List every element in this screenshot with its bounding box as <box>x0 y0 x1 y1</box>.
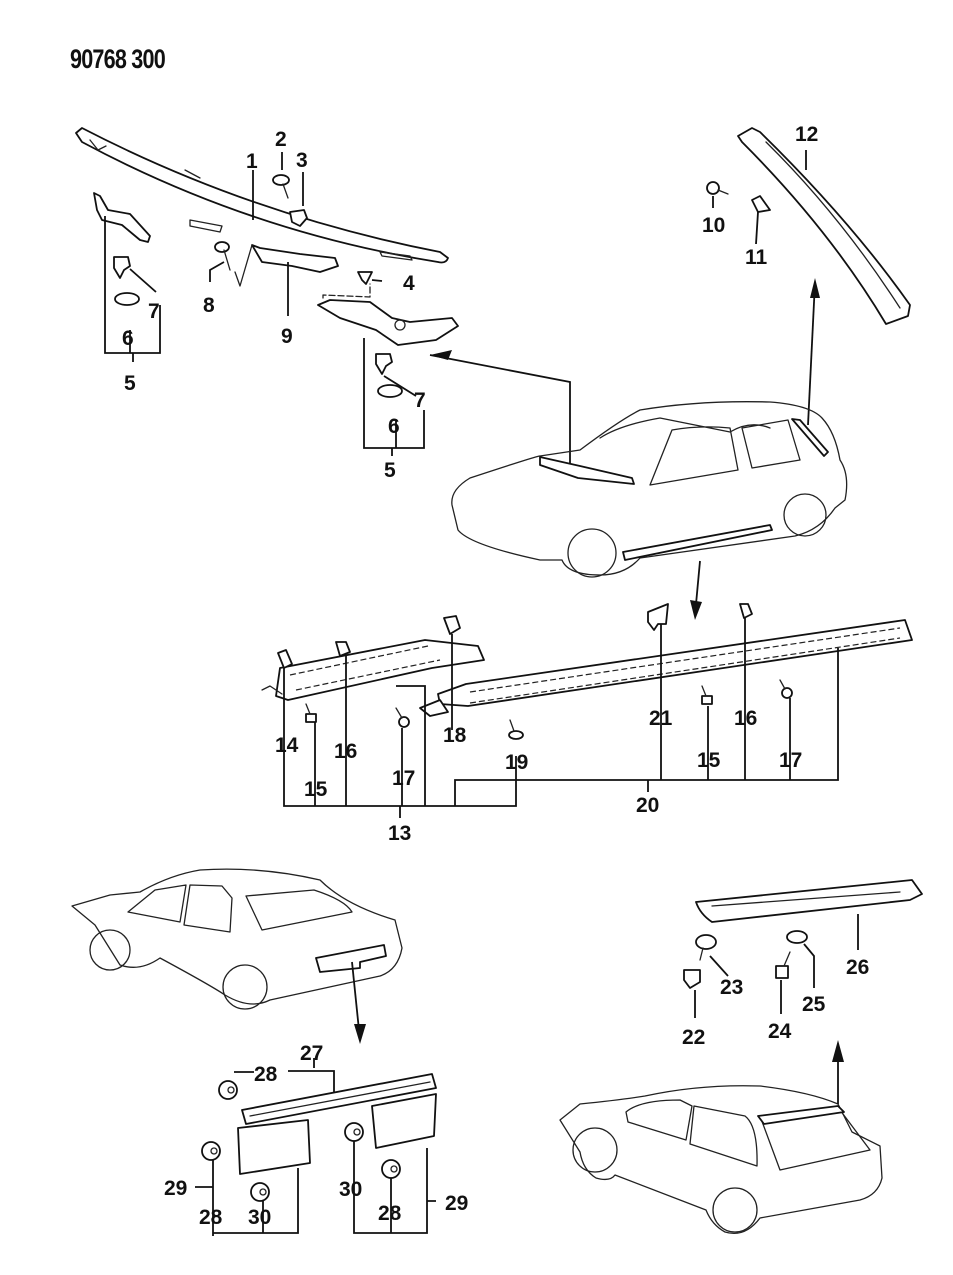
clip-3 <box>289 209 308 227</box>
rear-lamp-29-left <box>237 1119 311 1175</box>
screw-19 <box>508 719 524 740</box>
callout-7-left: 7 <box>148 300 160 323</box>
callout-4: 4 <box>403 272 415 295</box>
rear-garnish-27 <box>241 1073 437 1125</box>
callout-15-right: 15 <box>697 749 721 772</box>
diagram-id-label: 90768 300 <box>70 44 166 74</box>
callout-5-left: 5 <box>124 372 136 395</box>
clip-18 <box>443 615 461 635</box>
callout-29-left: 29 <box>164 1177 187 1200</box>
vehicle-hatchback-front <box>451 401 848 578</box>
callout-5-right: 5 <box>384 459 396 482</box>
callout-17-left: 17 <box>392 767 415 790</box>
callout-10: 10 <box>702 214 725 237</box>
grommet-6-left <box>114 292 140 306</box>
clip-7-right <box>375 353 393 375</box>
nut-28-right <box>381 1159 401 1179</box>
callout-28-top: 28 <box>254 1063 278 1086</box>
cowl-side-bracket-right <box>317 299 459 346</box>
grommet-6-right <box>377 384 403 398</box>
callout-25: 25 <box>802 993 826 1016</box>
clip-4 <box>357 271 373 285</box>
callout-30-left: 30 <box>248 1206 271 1229</box>
rear-lamp-29-right <box>371 1093 437 1149</box>
callout-13: 13 <box>388 822 411 845</box>
cowl-side-bracket-left <box>93 192 151 243</box>
callout-20: 20 <box>636 794 659 817</box>
screw-15-right <box>701 685 713 705</box>
sill-molding-front-13 <box>261 639 485 701</box>
callout-12: 12 <box>795 123 818 146</box>
vehicle-hatchback-rear <box>559 1085 883 1235</box>
grommet-25 <box>786 930 808 944</box>
callout-18: 18 <box>443 724 467 747</box>
screw-2 <box>272 174 290 199</box>
callout-7-right: 7 <box>414 389 426 412</box>
vehicle-sedan-rear <box>71 868 403 1010</box>
callout-8: 8 <box>203 294 215 317</box>
callout-6-right: 6 <box>388 415 400 438</box>
callout-24: 24 <box>768 1020 792 1043</box>
callout-1: 1 <box>246 150 258 173</box>
nut-30-right <box>344 1122 364 1142</box>
screw-17-right <box>779 679 793 699</box>
callout-27: 27 <box>300 1042 323 1065</box>
wiper-pivot-bracket <box>251 244 339 273</box>
bolt-8 <box>214 241 231 271</box>
callout-6-left: 6 <box>122 327 134 350</box>
callout-22: 22 <box>682 1026 705 1049</box>
callout-16-left: 16 <box>334 740 357 763</box>
sill-molding-rear-20 <box>419 619 913 717</box>
callout-3: 3 <box>296 149 308 172</box>
callout-30-right: 30 <box>339 1178 362 1201</box>
callout-29-right: 29 <box>445 1192 468 1215</box>
clip-11 <box>751 195 771 213</box>
clip-22 <box>683 969 701 989</box>
callout-15-left: 15 <box>304 778 328 801</box>
callout-11: 11 <box>745 246 768 269</box>
clip-16-right <box>739 603 753 619</box>
callout-23: 23 <box>720 976 743 999</box>
rear-spoiler-26 <box>695 879 923 923</box>
callout-16-right: 16 <box>734 707 757 730</box>
clip-7-left <box>113 256 131 279</box>
screw-15-left <box>305 703 317 723</box>
callout-28-left: 28 <box>199 1206 223 1229</box>
callout-2: 2 <box>275 128 287 151</box>
nut-30-left <box>250 1182 270 1202</box>
clip-14 <box>277 649 293 669</box>
callout-9: 9 <box>281 325 293 348</box>
callout-14: 14 <box>275 734 299 757</box>
callout-21: 21 <box>649 707 673 730</box>
callout-26: 26 <box>846 956 869 979</box>
nut-28-top <box>218 1080 238 1100</box>
screw-10 <box>706 181 729 195</box>
callout-19: 19 <box>505 751 528 774</box>
screw-17-left <box>395 707 410 728</box>
cowl-top-panel <box>75 127 449 264</box>
clip-21 <box>647 603 669 631</box>
callout-17-right: 17 <box>779 749 802 772</box>
nut-28-left <box>201 1141 221 1161</box>
clip-23 <box>695 934 717 961</box>
bolt-24 <box>775 951 791 979</box>
callout-28-right: 28 <box>378 1202 402 1225</box>
clip-16-left <box>335 641 351 657</box>
pillar-garnish-12 <box>737 127 911 325</box>
